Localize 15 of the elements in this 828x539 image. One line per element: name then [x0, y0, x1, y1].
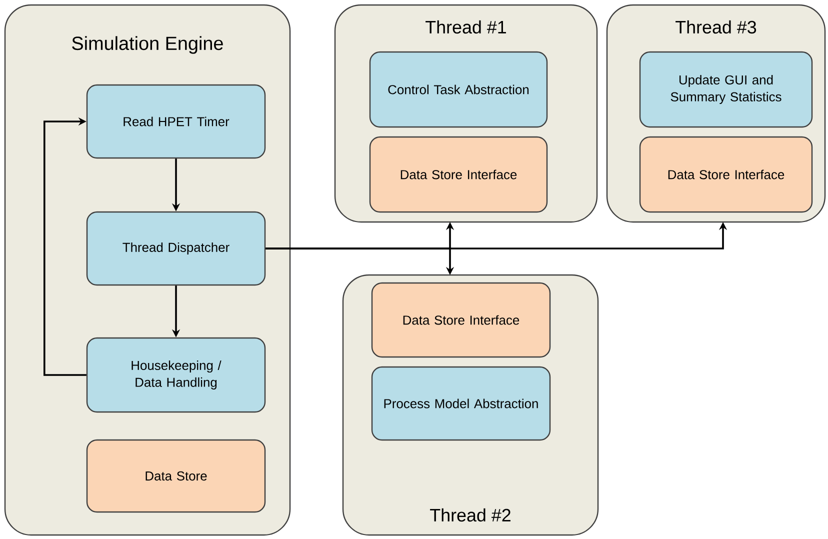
- data-box: Data Store Interface: [639, 136, 813, 213]
- process-box: Read HPET Timer: [86, 84, 266, 159]
- process-box: Control Task Abstraction: [369, 51, 548, 128]
- panel-title: Thread #2: [430, 508, 510, 522]
- process-box: Housekeeping / Data Handling: [86, 337, 266, 413]
- panel-title: Thread #1: [426, 20, 506, 34]
- panel-title: Simulation Engine: [72, 36, 223, 54]
- panel-title: Thread #3: [676, 20, 756, 34]
- arrow: [44, 117, 86, 376]
- process-box: Thread Dispatcher: [86, 211, 266, 286]
- data-box: Data Store Interface: [371, 282, 551, 358]
- data-box: Data Store Interface: [369, 136, 548, 213]
- process-box: Update GUI and Summary Statistics: [639, 51, 813, 128]
- data-box: Data Store: [86, 439, 266, 513]
- process-box: Process Model Abstraction: [371, 366, 551, 441]
